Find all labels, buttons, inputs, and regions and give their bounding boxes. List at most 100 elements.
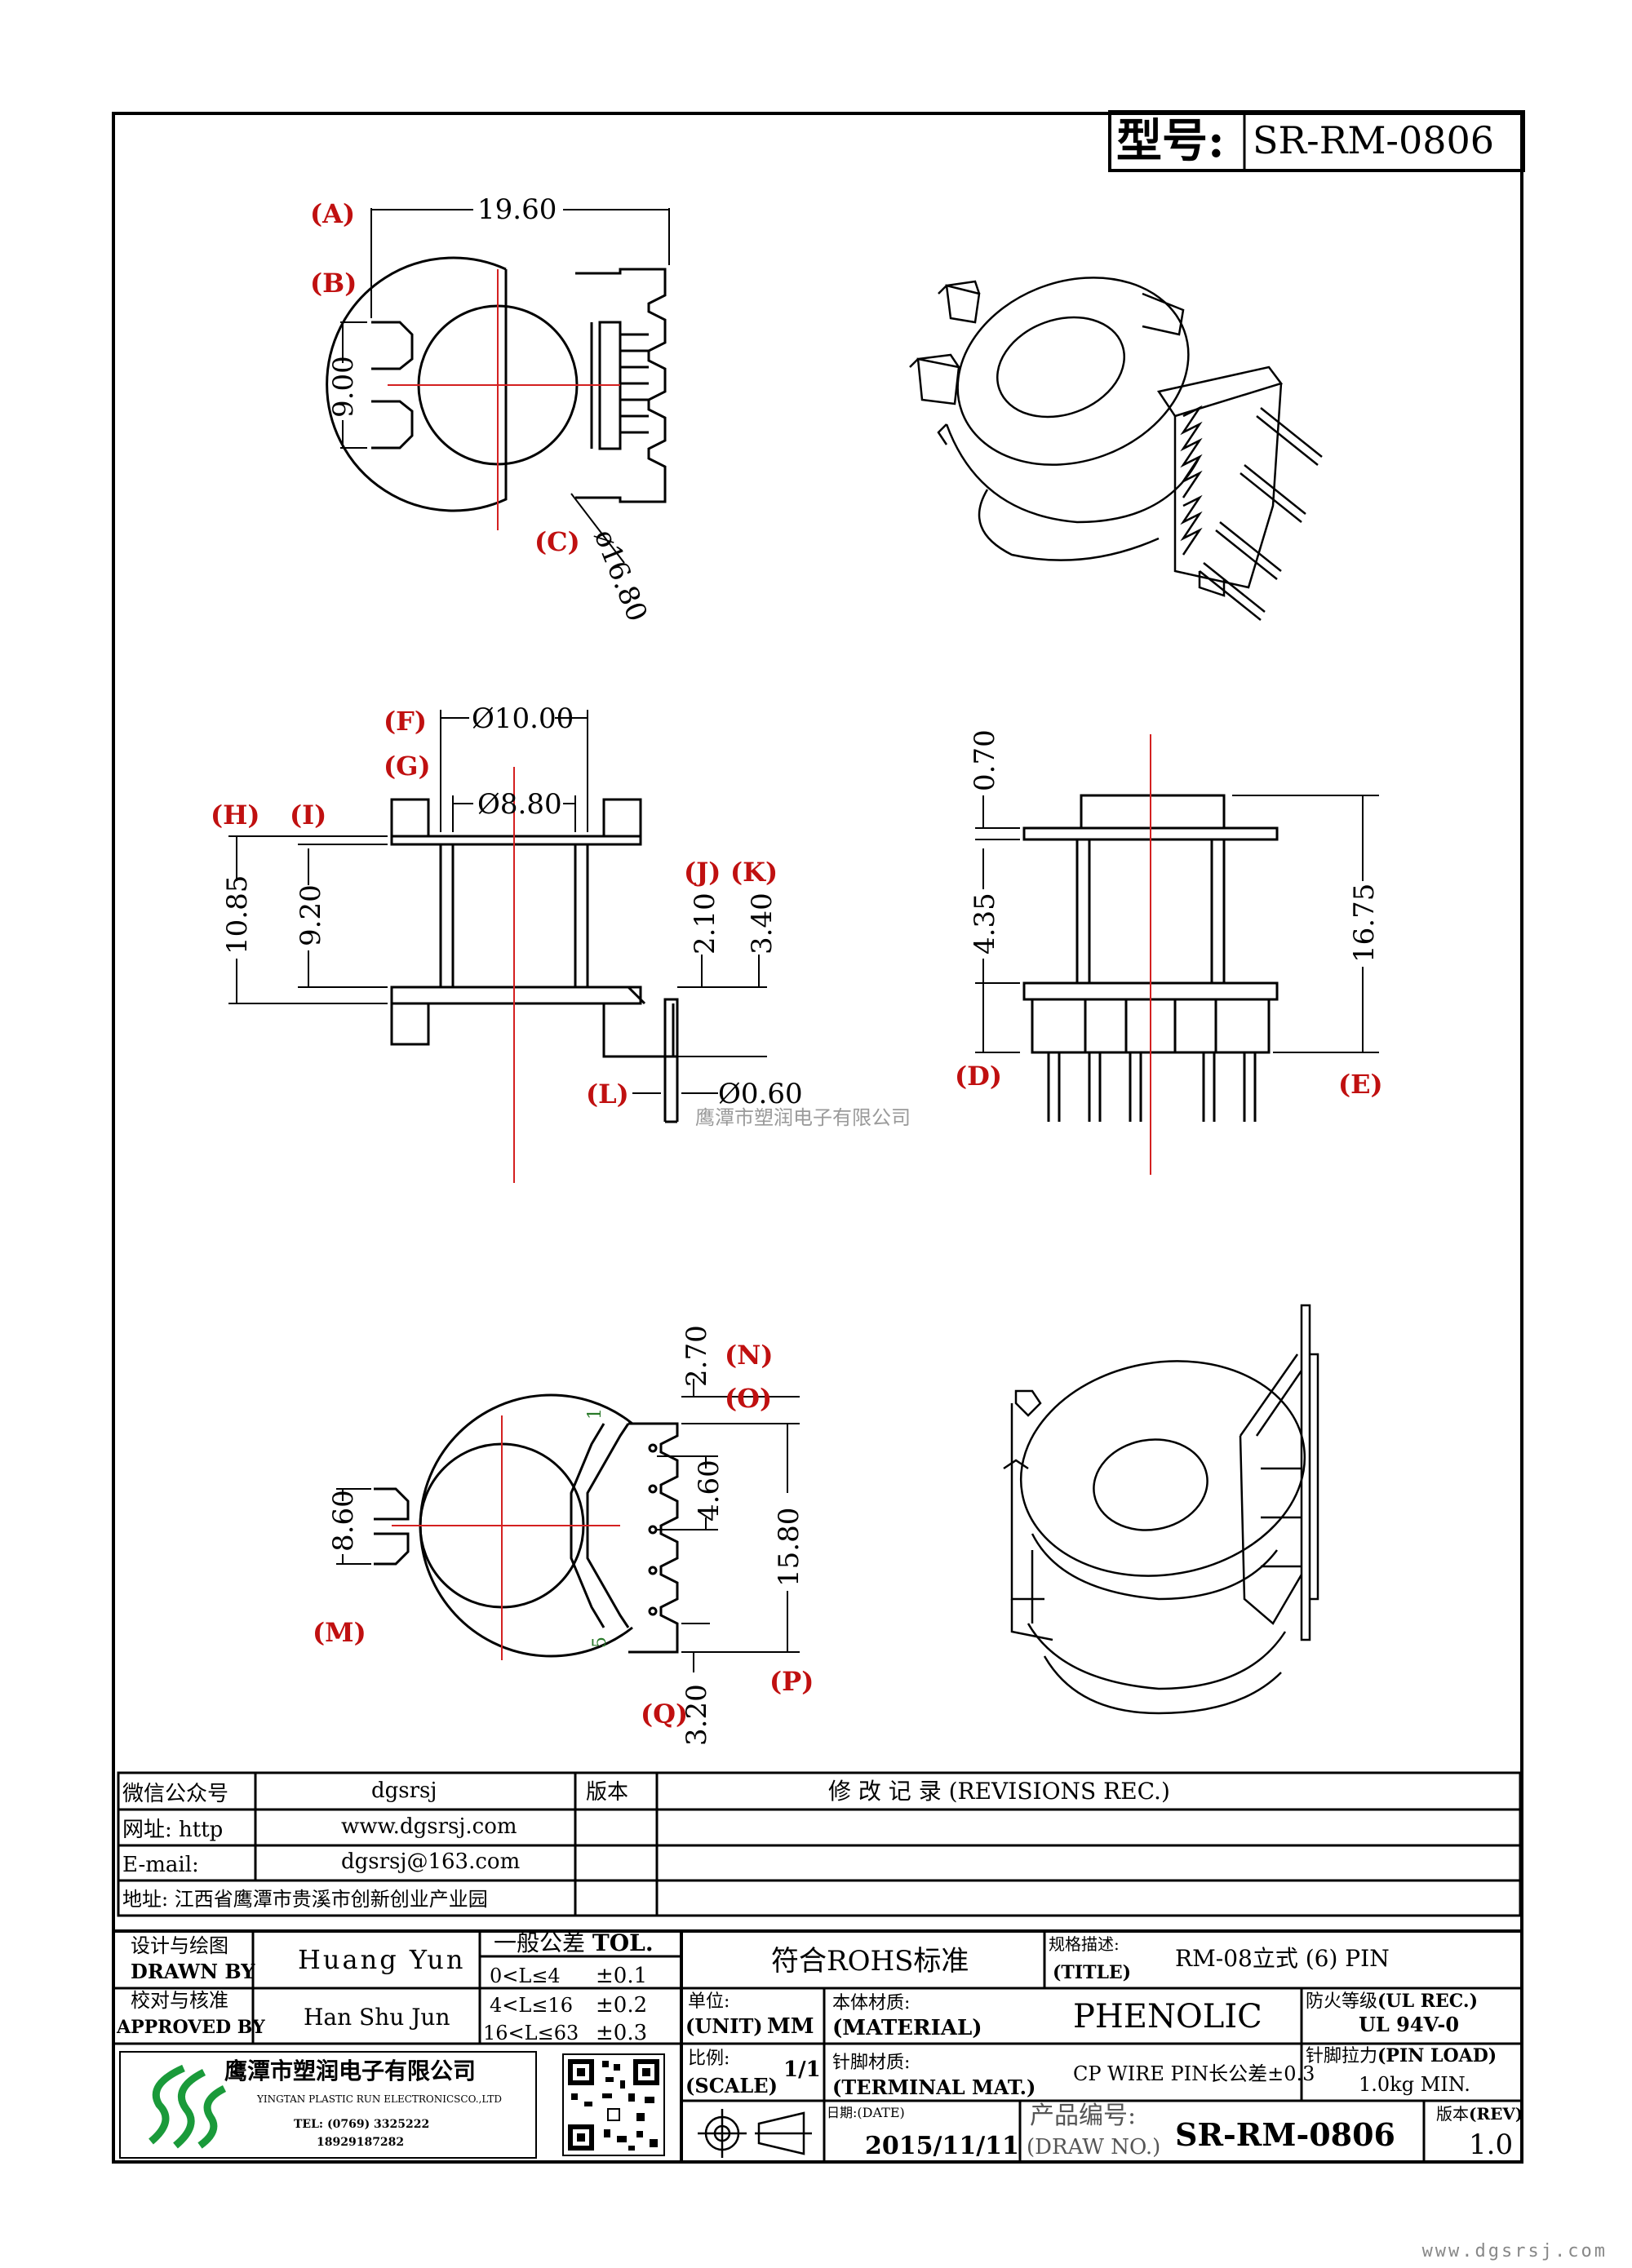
pin-first-label: 1 <box>585 1408 605 1420</box>
web-value: www.dgsrsj.com <box>341 1814 517 1839</box>
callout-k: (K) <box>730 857 778 888</box>
callout-o: (O) <box>725 1383 772 1414</box>
drawno-en: (DRAW NO.) <box>1027 2135 1160 2159</box>
tol-val-2: ±0.2 <box>596 1993 647 2018</box>
callout-a: (A) <box>310 198 355 229</box>
watermark: 鹰潭市塑润电子有限公司 <box>695 1106 911 1129</box>
company-tel: TEL: (0769) 3325222 <box>294 2118 429 2131</box>
drawn-en: DRAWN BY <box>131 1960 255 1983</box>
dim-bottom-pitch: 4.60 <box>693 1460 725 1522</box>
side-view: Ø10.00 Ø8.80 10.85 9.20 2.10 3.40 Ø0.60 <box>221 702 803 1183</box>
callout-b: (B) <box>310 268 357 299</box>
load-header: 针脚拉力(PIN LOAD) <box>1306 2045 1497 2066</box>
rohs-label: 符合ROHS标准 <box>771 1945 969 1978</box>
callout-j: (J) <box>684 857 721 888</box>
dim-side-h2: 9.20 <box>295 884 327 946</box>
callout-i: (I) <box>290 800 326 831</box>
unit-en: (UNIT) <box>685 2014 763 2038</box>
company-block: 鹰潭市塑润电子有限公司 YINGTAN PLASTIC RUN ELECTRON… <box>119 2051 812 2159</box>
terminal-en: (TERMINAL MAT.) <box>832 2075 1036 2099</box>
dim-bottom-span: 15.80 <box>773 1508 805 1587</box>
drawn-cn: 设计与绘图 <box>131 1934 228 1957</box>
bottom-view: 1 5 2.70 4.60 15.80 8.60 3.20 <box>327 1325 805 1746</box>
dim-side-inner-dia: Ø8.80 <box>477 788 562 821</box>
version-label: 版本 <box>586 1780 628 1805</box>
material-value: PHENOLIC <box>1073 1998 1262 2035</box>
approved-en: APPROVED BY <box>116 2017 265 2038</box>
email-value: dgsrsj@163.com <box>341 1849 520 1874</box>
wechat-label: 微信公众号 <box>122 1782 228 1806</box>
model-box: 型号: SR-RM-0806 <box>1108 110 1525 172</box>
tol-header: 一般公差 TOL. <box>494 1929 654 1956</box>
model-label: 型号: <box>1116 114 1225 168</box>
title-en: (TITLE) <box>1053 1962 1131 1983</box>
web-label: 网址: http <box>122 1818 223 1842</box>
title-value: RM-08立式 (6) PIN <box>1175 1945 1390 1972</box>
email-label: E-mail: <box>122 1853 199 1877</box>
tol-range-1: 0<L≤4 <box>490 1965 561 1987</box>
tol-range-2: 4<L≤16 <box>490 1994 573 2017</box>
drawno-cn: 产品编号: <box>1030 2102 1136 2130</box>
date-header: 日期:(DATE) <box>827 2105 905 2120</box>
terminal-value: CP WIRE PIN长公差±0.3 <box>1073 2062 1315 2085</box>
dim-bottom-n: 2.70 <box>681 1325 713 1387</box>
callout-e: (E) <box>1338 1069 1383 1100</box>
address: 地址: 江西省鹰潭市贵溪市创新创业产业园 <box>122 1888 488 1911</box>
dim-front-body: 4.35 <box>969 893 1001 955</box>
callout-g: (G) <box>384 751 431 782</box>
footer-site: www.dgsrsj.com <box>1421 2241 1608 2261</box>
drawn-name: Huang Yun <box>298 1944 465 1975</box>
dim-bottom-q: 3.20 <box>681 1684 713 1746</box>
company-logo <box>149 2064 227 2149</box>
date-value: 2015/11/11 <box>865 2132 1019 2160</box>
drawno-value: SR-RM-0806 <box>1175 2116 1395 2153</box>
tol-val-3: ±0.3 <box>596 2021 647 2045</box>
load-value: 1.0kg MIN. <box>1359 2073 1470 2096</box>
dim-side-k: 3.40 <box>746 893 778 955</box>
approved-name: Han Shu Jun <box>304 2004 450 2031</box>
iso-view-bottom <box>1003 1304 1319 1715</box>
callout-h: (H) <box>211 800 260 831</box>
tol-range-3: 16<L≤63 <box>483 2022 579 2044</box>
wechat-value: dgsrsj <box>371 1779 437 1803</box>
callout-p: (P) <box>769 1666 814 1697</box>
projection-symbol-icon <box>698 2109 812 2158</box>
title-cn: 规格描述: <box>1049 1934 1120 1954</box>
dim-front-flange: 0.70 <box>969 729 1001 791</box>
qr-code-icon <box>562 2053 665 2156</box>
unit-cn: 单位: <box>688 1991 730 2012</box>
pin-last-label: 5 <box>590 1637 610 1648</box>
dim-side-j: 2.10 <box>689 893 721 955</box>
approved-cn: 校对与核准 <box>131 1989 228 2012</box>
callout-m: (M) <box>313 1617 366 1648</box>
scale-value: 1/1 <box>783 2058 821 2082</box>
scale-en: (SCALE) <box>685 2074 778 2097</box>
callout-l: (L) <box>586 1079 629 1110</box>
callout-q: (Q) <box>641 1699 688 1730</box>
title-block: 设计与绘图 DRAWN BY Huang Yun 校对与核准 APPROVED … <box>112 1929 1523 2164</box>
model-value: SR-RM-0806 <box>1253 118 1494 162</box>
terminal-cn: 针脚材质: <box>832 2053 910 2073</box>
dim-top-height: 9.00 <box>327 356 360 418</box>
callout-d: (D) <box>955 1061 1002 1092</box>
drawing-frame <box>112 112 1523 2164</box>
rev-value: 1.0 <box>1469 2128 1513 2161</box>
dim-top-diameter: ø16.80 <box>588 525 654 626</box>
unit-value: MM <box>767 2014 814 2039</box>
callout-c: (C) <box>534 526 580 557</box>
tol-val-1: ±0.1 <box>596 1964 647 1988</box>
dim-side-h1: 10.85 <box>221 875 254 955</box>
letter-callouts: (A) (B) (C) (F) (G) (H) (I) (J) (K) (L) … <box>211 198 1383 1730</box>
company-name-en: YINGTAN PLASTIC RUN ELECTRONICSCO.,LTD <box>256 2093 502 2105</box>
revisions-title: 修 改 记 录 (REVISIONS REC.) <box>828 1778 1170 1805</box>
top-view: 19.60 9.00 ø16.80 <box>326 193 670 627</box>
callout-f: (F) <box>384 706 427 737</box>
rev-header: 版本(REV) <box>1436 2104 1523 2124</box>
front-view: 0.70 4.35 16.75 <box>969 729 1381 1175</box>
ul-value: UL 94V-0 <box>1359 2013 1459 2036</box>
dim-front-total: 16.75 <box>1348 884 1381 963</box>
dim-side-outer-dia: Ø10.00 <box>472 702 574 735</box>
info-table: 微信公众号 dgsrsj 网址: http www.dgsrsj.com E-m… <box>117 1771 1522 1917</box>
material-en: (MATERIAL) <box>832 2016 982 2040</box>
